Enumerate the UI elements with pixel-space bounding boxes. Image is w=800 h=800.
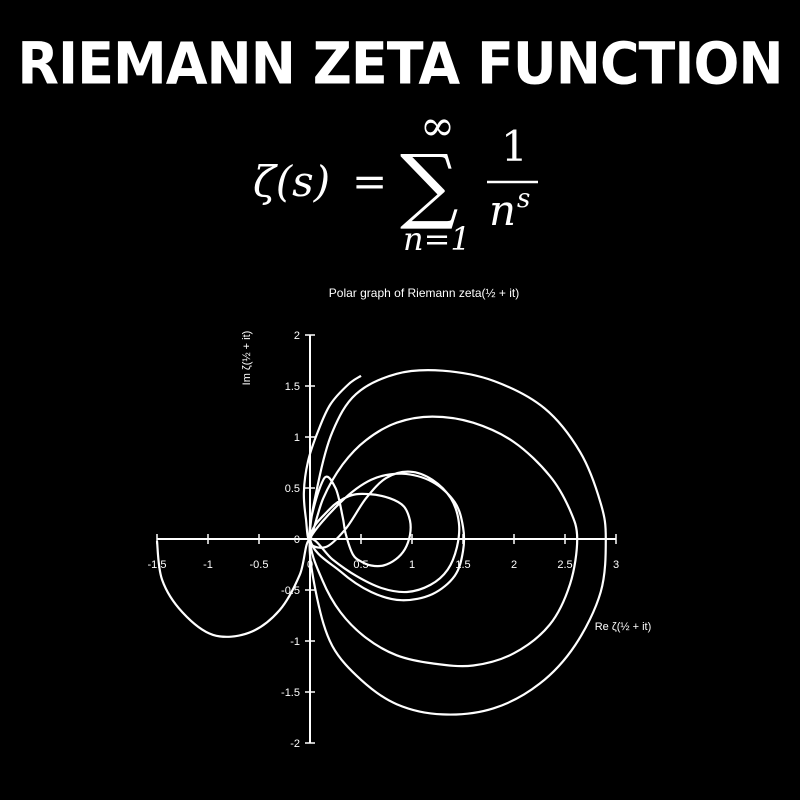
x-tick-label: -1.5 (148, 559, 167, 571)
formula-lower-limit: n=1 (403, 220, 471, 258)
x-tick-label: 3 (613, 559, 619, 571)
chart-title: Polar graph of Riemann zeta(½ + it) (329, 286, 519, 300)
x-tick-label: 1 (409, 559, 415, 571)
zeta-formula: ζ(s) = ∑ ∞ n=1 1 n s (253, 101, 538, 258)
page-heading: RIEMANN ZETA FUNCTION (17, 29, 783, 98)
y-tick-label: -1 (290, 636, 300, 648)
zeta-polar-chart: Polar graph of Riemann zeta(½ + it) Im ζ… (148, 286, 652, 750)
x-tick-label: 2.5 (557, 559, 572, 571)
y-tick-label: 1.5 (285, 381, 300, 393)
formula-numerator: 1 (501, 122, 528, 171)
x-axis-label: Re ζ(½ + it) (595, 621, 652, 633)
x-tick-label: 0 (307, 559, 313, 571)
formula-upper-limit: ∞ (420, 101, 455, 150)
y-tick-label: 0 (294, 534, 300, 546)
formula-equals: = (352, 157, 387, 206)
y-tick-label: 2 (294, 330, 300, 342)
x-tick-label: -1 (203, 559, 213, 571)
y-tick-label: -0.5 (281, 585, 300, 597)
formula-denominator-exp: s (517, 184, 530, 214)
ticks: -1.5 -1 -0.5 0 0.5 1 1.5 2 2.5 3 -2 -1.5 -1 -0.5 0 0.5 1… (148, 330, 620, 750)
x-tick-label: 0.5 (353, 559, 368, 571)
y-tick-label: 1 (294, 432, 300, 444)
curve-layer (155, 369, 607, 716)
x-tick-label: 2 (511, 559, 517, 571)
formula-sum-symbol: ∑ (400, 138, 459, 233)
x-tick-label: -0.5 (250, 559, 269, 571)
y-tick-label: -2 (290, 738, 300, 750)
zeta-curve (155, 369, 607, 716)
y-tick-label: -1.5 (281, 687, 300, 699)
y-axis-label: Im ζ(½ + it) (241, 331, 253, 386)
axes (157, 335, 616, 743)
formula-lhs: ζ(s) (253, 157, 330, 206)
y-tick-label: 0.5 (285, 483, 300, 495)
formula-denominator-base: n (489, 186, 516, 235)
